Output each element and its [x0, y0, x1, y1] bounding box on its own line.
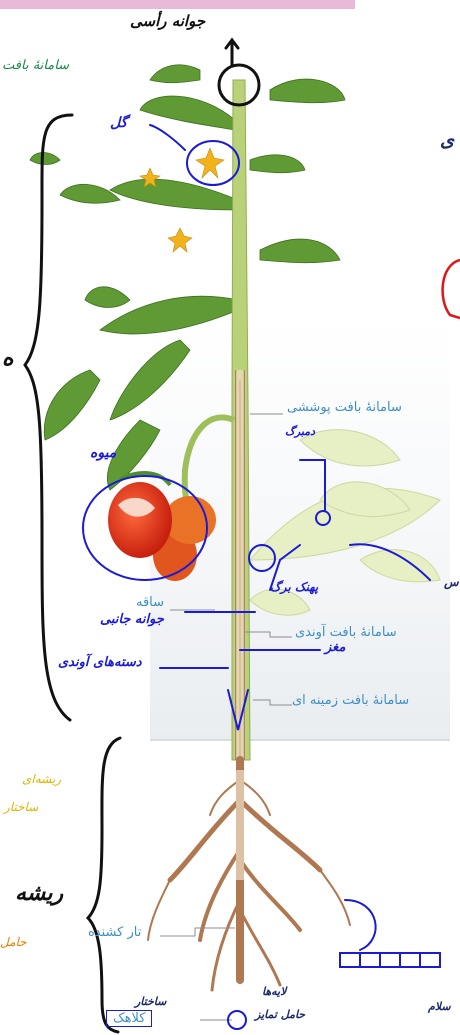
label-root-hair: تار کشنده: [88, 925, 141, 940]
label-root-cap: کلاهک: [106, 1010, 152, 1027]
note-top-left: سامانهٔ بافت: [2, 58, 69, 73]
stem-section-cutaway: [236, 370, 244, 760]
note-pith: مغز: [325, 640, 345, 655]
note-fruit: میوه: [90, 445, 116, 461]
note-gathering: لایه‌ها: [262, 985, 286, 998]
note-yellow-1: ریشه‌ای: [22, 772, 61, 786]
label-ground-system: سامانهٔ بافت زمینه ای: [292, 693, 409, 708]
note-cap: حامل تمایز: [255, 1008, 305, 1021]
note-left-shoot: ه: [2, 345, 14, 371]
root-section-cutaway: [236, 770, 244, 880]
flower-arrow: [150, 125, 185, 150]
note-axillary-bud: جوانه جانبی: [100, 612, 164, 627]
note-cell-tip: ساختار: [135, 995, 166, 1008]
note-orange: حامل: [0, 935, 27, 949]
note-apical-meristem: جوانه رأسی: [130, 12, 205, 30]
note-right-mid: س: [444, 575, 459, 589]
top-banner: [0, 0, 355, 9]
note-vascular-bundles: دسته‌های آوندی: [58, 655, 142, 670]
note-petiole: دمبرگ: [285, 425, 315, 438]
label-vascular-system: سامانهٔ بافت آوندی: [295, 625, 397, 640]
note-bottom-right: سلام: [428, 1000, 451, 1013]
label-epidermis-system: سامانهٔ بافت پوششی: [287, 400, 402, 415]
roots: [148, 760, 350, 990]
apex-arrow: [226, 40, 238, 65]
note-right-edge: ی: [440, 130, 454, 151]
label-stem: ساقه: [136, 595, 164, 610]
note-leaf-blade: پهنک برگ: [270, 580, 318, 594]
red-mark: [443, 260, 460, 318]
note-flower: گل: [110, 115, 127, 131]
note-yellow-2: ساختار: [4, 800, 38, 814]
note-root-system: ریشه: [15, 880, 63, 906]
root-brace: [88, 738, 120, 1032]
cell-diagram-box: [340, 953, 440, 967]
